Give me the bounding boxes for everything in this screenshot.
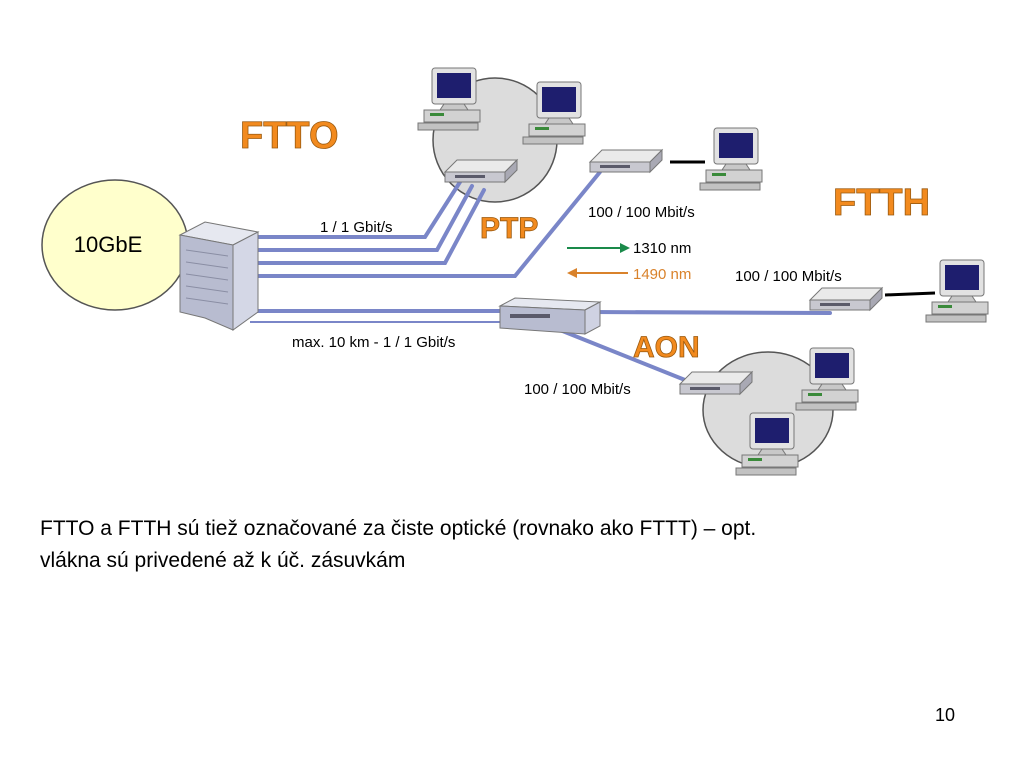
central-switch-chassis <box>178 221 260 331</box>
fiber-lines <box>248 170 832 384</box>
ftth-speed-label: 100 / 100 Mbit/s <box>735 268 842 285</box>
aon-switch-user <box>679 371 753 395</box>
ftth-converter <box>809 287 883 311</box>
aon-speed-label: 100 / 100 Mbit/s <box>524 381 631 398</box>
ptp-converter <box>589 149 663 173</box>
caption-line-2: vlákna sú privedené až k úč. zásuvkám <box>40 549 406 572</box>
wavelength-1310-arrow <box>567 243 630 253</box>
wavelength-1310-label: 1310 nm <box>633 240 691 257</box>
ftth-title: FTTH <box>833 182 930 224</box>
ftto-pc-1 <box>417 67 481 131</box>
ptp-pc <box>699 127 763 191</box>
max-distance-label: max. 10 km - 1 / 1 Gbit/s <box>292 334 455 351</box>
wavelength-1490-arrow <box>567 268 628 278</box>
ptp-title: PTP <box>480 212 538 245</box>
ftto-title: FTTO <box>240 115 339 157</box>
10gbe-label: 10GbE <box>74 232 143 257</box>
aon-switch <box>498 297 602 335</box>
caption-line-1: FTTO a FTTH sú tiež označované za čiste … <box>40 517 757 540</box>
gbit-label: 1 / 1 Gbit/s <box>320 219 393 236</box>
ftto-switch <box>444 159 518 183</box>
ftth-pc <box>925 259 989 323</box>
copper-link-ftth <box>884 291 936 297</box>
page-number: 10 <box>935 705 956 725</box>
aon-title: AON <box>633 331 700 364</box>
ptp-speed-label: 100 / 100 Mbit/s <box>588 204 695 221</box>
network-diagram: 10GbE F <box>41 67 989 476</box>
caption: FTTO a FTTH sú tiež označované za čiste … <box>40 513 990 577</box>
wavelength-1490-label: 1490 nm <box>633 266 691 283</box>
